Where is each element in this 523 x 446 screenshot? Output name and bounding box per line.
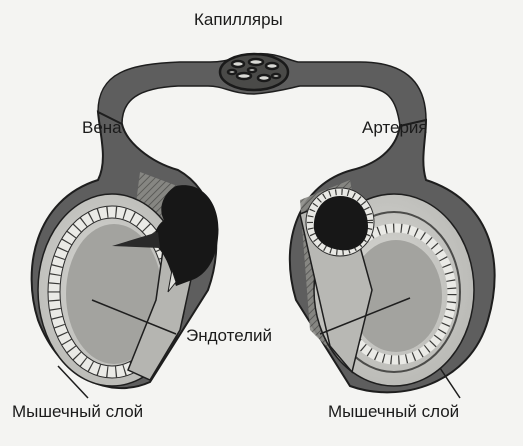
artery [288,118,496,394]
label-artery: Артерия [362,118,428,137]
vein-endothelium [66,224,162,364]
leader-lines [57,297,461,399]
artery-lumen [313,196,368,251]
artery-endothelium [350,240,442,352]
capillary-network [218,52,290,92]
endothelium-leader-left [91,299,177,335]
muscle-leader-right [439,367,461,399]
label-endothelium: Эндотелий [186,326,273,345]
muscle-leader-left [57,365,89,399]
vein-valve [112,232,160,248]
vein-lumen [154,185,219,286]
label-vein: Вена [82,118,122,137]
label-capillaries: Капилляры [194,10,283,29]
label-muscle-layer-right: Мышечный слой [328,402,460,421]
vein [30,110,219,390]
label-muscle-layer-left: Мышечный слой [12,402,144,421]
endothelium-leader-right [319,297,411,335]
